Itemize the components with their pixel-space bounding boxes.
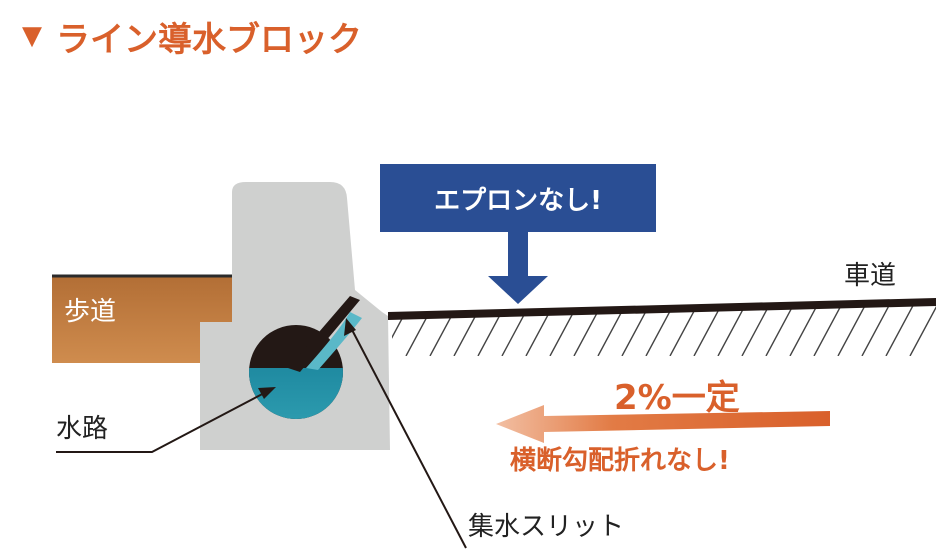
page-title-text: ライン導水ブロック — [56, 19, 362, 60]
concrete-block — [200, 182, 390, 450]
slit-leader-line — [349, 325, 467, 549]
page-title: ▼ ライン導水ブロック — [22, 8, 362, 64]
waterway-label: 水路 — [56, 414, 109, 444]
no-bend-label: 横断勾配折れなし! — [510, 446, 730, 476]
road-surface-line — [388, 298, 936, 320]
waterway-leader-line — [56, 389, 271, 453]
slit-label: 集水スリット — [468, 512, 625, 542]
slope-label: 2%一定 — [614, 378, 740, 418]
slope-arrow — [496, 405, 830, 443]
no-apron-callout: エプロンなし! — [380, 164, 656, 232]
slit-leader-arrowhead — [344, 318, 356, 336]
collection-slit — [288, 296, 360, 372]
triangle-down-icon: ▼ — [22, 21, 42, 51]
waterway-leader-arrowhead — [258, 387, 276, 399]
roadway-label: 車道 — [844, 261, 897, 291]
sidewalk-label: 歩道 — [64, 297, 117, 327]
no-apron-callout-label: エプロンなし! — [434, 185, 602, 216]
callout-down-arrow — [488, 232, 548, 304]
waterway-pipe — [249, 325, 343, 419]
